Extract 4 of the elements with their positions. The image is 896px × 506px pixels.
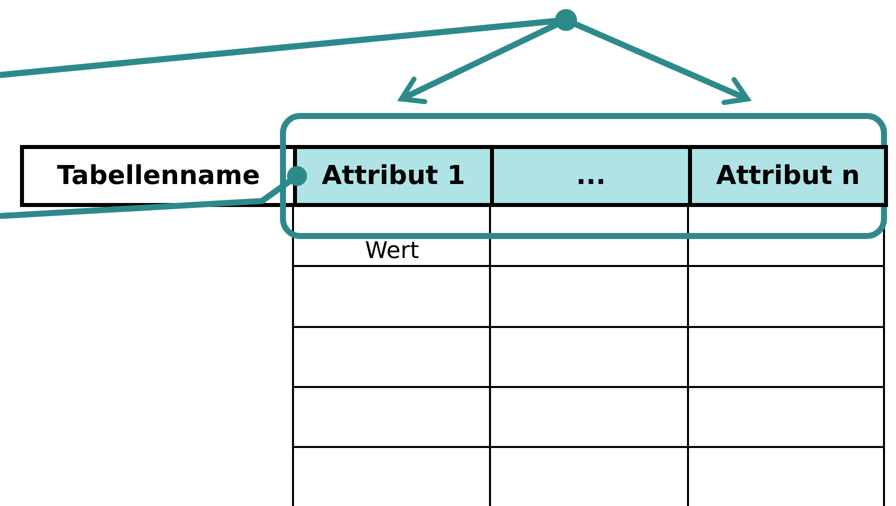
leader-line <box>0 166 307 219</box>
value-text: Wert <box>364 238 420 264</box>
arrow <box>0 17 750 105</box>
highlight-frame <box>280 113 887 239</box>
